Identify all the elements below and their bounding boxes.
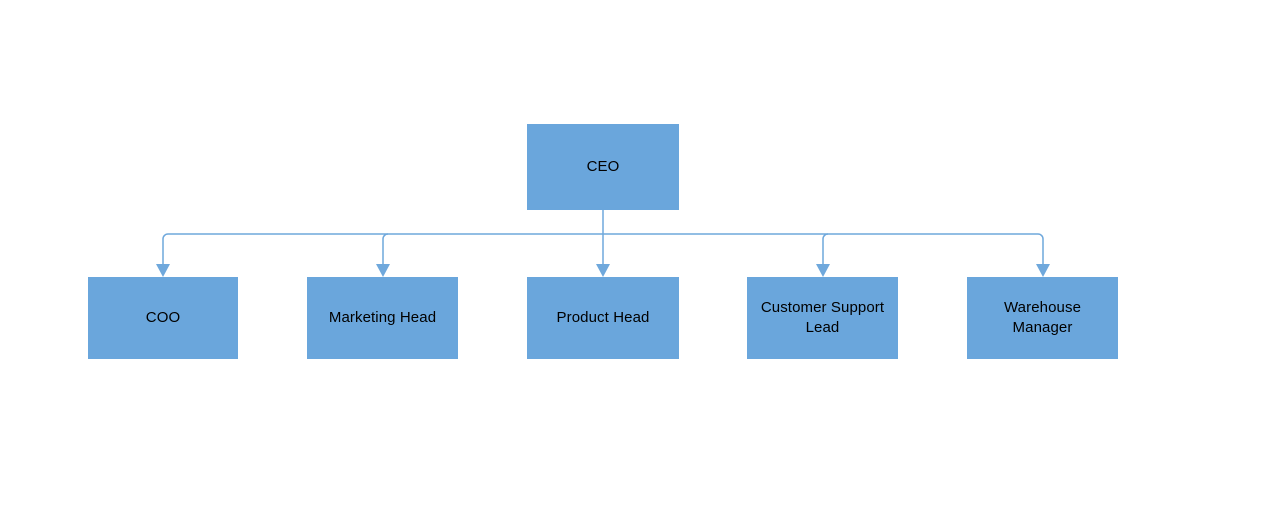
node-product-head[interactable]: Product Head [527, 277, 679, 359]
node-warehouse-manager[interactable]: Warehouse Manager [967, 277, 1118, 359]
node-label-ceo: CEO [586, 158, 620, 175]
node-marketing-head[interactable]: Marketing Head [307, 277, 458, 359]
edge-bus-left-marketing [382, 233, 389, 265]
edge-bus-right-support [822, 233, 829, 265]
node-label-marketing-head: Marketing Head [328, 309, 437, 326]
arrowhead-customer-support-lead [816, 264, 830, 277]
node-label-customer-support-lead: Customer Support Lead [760, 299, 885, 336]
node-label-coo: COO [145, 309, 181, 326]
edge-bus-left [162, 233, 603, 265]
edge-bus-right [603, 233, 1044, 265]
node-label-warehouse-manager: Warehouse Manager [1003, 299, 1082, 336]
arrowhead-product-head [596, 264, 610, 277]
arrowhead-marketing-head [376, 264, 390, 277]
node-label-product-head: Product Head [556, 309, 650, 326]
node-ceo[interactable]: CEO [527, 124, 679, 210]
arrowhead-warehouse-manager [1036, 264, 1050, 277]
arrowhead-coo [156, 264, 170, 277]
node-customer-support-lead[interactable]: Customer Support Lead [747, 277, 898, 359]
node-coo[interactable]: COO [88, 277, 238, 359]
